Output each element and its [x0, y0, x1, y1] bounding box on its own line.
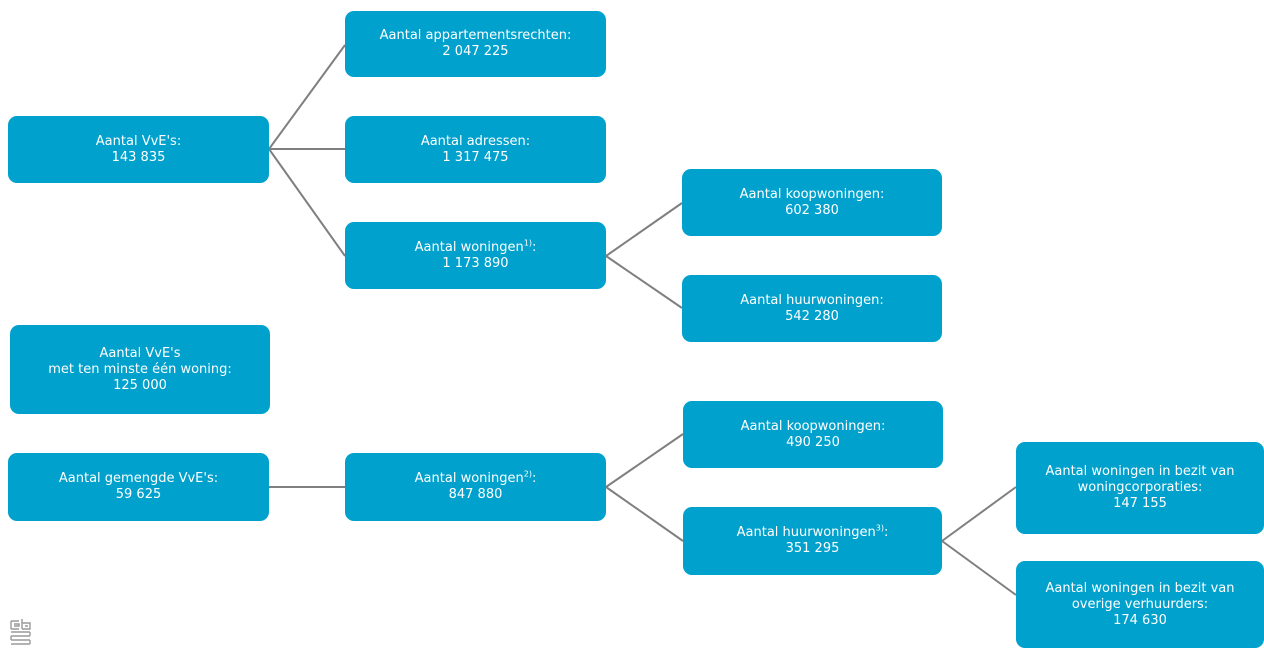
box-value: 490 250 — [786, 434, 840, 450]
box-label: Aantal adressen: — [420, 133, 531, 149]
box-label: Aantal huurwoningen: — [740, 292, 884, 308]
box-label: Aantal VvE's: — [95, 133, 182, 149]
box-aantal-appartementsrechten: Aantal appartementsrechten: 2 047 225 — [345, 11, 606, 77]
box-label: woningcorporaties: — [1077, 480, 1203, 495]
box-aantal-huurwoningen-2: Aantal huurwoningen3): 351 295 — [683, 507, 942, 575]
box-label: Aantal woningen1): — [414, 238, 537, 255]
box-value: 125 000 — [113, 377, 167, 393]
connector-woningen-huur — [605, 255, 683, 309]
box-value: 1 317 475 — [442, 149, 509, 165]
connector-woningen2-koop — [605, 433, 684, 488]
box-label: Aantal gemengde VvE's: — [58, 471, 219, 486]
box-label: Aantal huurwoningen3): — [736, 523, 889, 540]
box-aantal-huurwoningen-1: Aantal huurwoningen: 542 280 — [682, 275, 942, 342]
connector-vve-appartementsrechten — [268, 44, 346, 150]
box-value: 174 630 — [1113, 612, 1167, 628]
box-value: 143 835 — [111, 149, 166, 165]
footnote-marker: 2) — [523, 469, 532, 479]
box-value: 351 295 — [785, 541, 840, 556]
box-label: met ten minste één woning: — [48, 361, 232, 377]
box-value: 147 155 — [1113, 496, 1167, 511]
box-value: 59 625 — [115, 487, 162, 502]
connector-huur-corporaties — [941, 486, 1017, 542]
box-aantal-vve: Aantal VvE's: 143 835 — [8, 116, 269, 183]
box-label: Aantal VvE's — [99, 345, 181, 361]
box-aantal-woningen-2: Aantal woningen2): 847 880 — [345, 453, 606, 521]
box-value: 542 280 — [785, 308, 839, 324]
box-aantal-woningen-1: Aantal woningen1): 1 173 890 — [345, 222, 606, 289]
box-aantal-koopwoningen-1: Aantal koopwoningen: 602 380 — [682, 169, 942, 236]
connector-woningen2-huur — [605, 486, 684, 542]
box-label: Aantal koopwoningen: — [739, 186, 885, 202]
box-label: Aantal koopwoningen: — [740, 418, 886, 434]
box-label: Aantal woningen in bezit van — [1045, 580, 1235, 596]
box-value: 1 173 890 — [442, 255, 509, 271]
box-aantal-koopwoningen-2: Aantal koopwoningen: 490 250 — [683, 401, 943, 468]
box-aantal-gemengde-vve: Aantal gemengde VvE's: 59 625 — [8, 453, 269, 521]
cbs-logo-icon — [10, 619, 31, 645]
box-value: 847 880 — [448, 487, 503, 502]
box-label: Aantal woningen in bezit van — [1045, 464, 1235, 479]
connector-vve-woningen — [268, 148, 346, 257]
connector-huur-overige — [941, 540, 1017, 596]
box-label: Aantal woningen2): — [414, 469, 537, 486]
footnote-marker: 1) — [523, 238, 532, 248]
box-woningen-overige-verhuurders: Aantal woningen in bezit van overige ver… — [1016, 561, 1264, 648]
footnote-marker: 3) — [875, 523, 884, 533]
box-label: Aantal appartementsrechten: — [379, 28, 572, 43]
box-aantal-vve-met-woning: Aantal VvE's met ten minste één woning: … — [10, 325, 270, 414]
connector-woningen-koop — [605, 202, 683, 257]
box-value: 602 380 — [785, 202, 839, 218]
box-value: 2 047 225 — [442, 44, 509, 59]
box-woningen-woningcorporaties: Aantal woningen in bezit van woningcorpo… — [1016, 442, 1264, 534]
box-label: overige verhuurders: — [1071, 596, 1209, 612]
box-aantal-adressen: Aantal adressen: 1 317 475 — [345, 116, 606, 183]
